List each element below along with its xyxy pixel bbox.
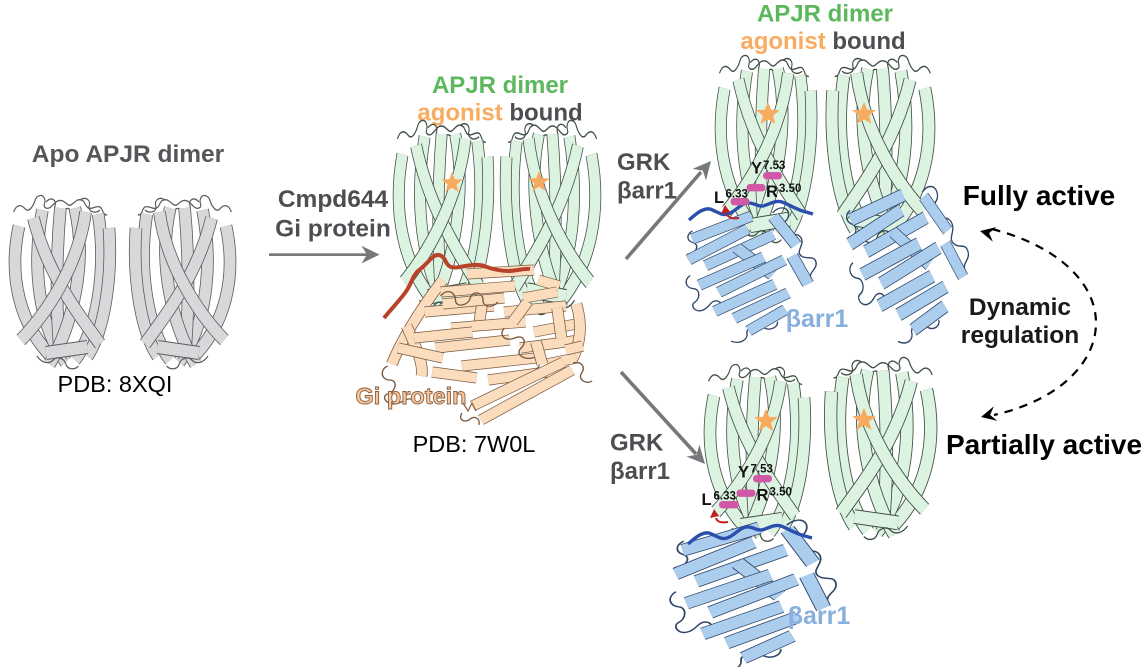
svg-text:Y: Y (738, 464, 749, 482)
svg-text:7.53: 7.53 (763, 160, 785, 172)
svg-text:Gi protein: Gi protein (275, 216, 391, 243)
svg-text:PDB: 7W0L: PDB: 7W0L (413, 431, 536, 457)
svg-text:agonist bound: agonist bound (740, 28, 905, 55)
svg-text:3.50: 3.50 (779, 183, 801, 195)
svg-text:Cmpd644: Cmpd644 (278, 186, 389, 213)
svg-text:7.53: 7.53 (751, 464, 773, 476)
svg-text:Gi protein: Gi protein (356, 383, 467, 409)
svg-text:βarr1: βarr1 (788, 602, 851, 630)
svg-text:APJR dimer: APJR dimer (432, 72, 568, 99)
svg-text:L: L (714, 189, 724, 207)
svg-text:PDB: 8XQI: PDB: 8XQI (58, 371, 173, 397)
svg-text:βarr1: βarr1 (617, 178, 677, 205)
svg-text:Partially active: Partially active (946, 429, 1142, 460)
svg-text:βarr1: βarr1 (610, 458, 670, 485)
svg-text:βarr1: βarr1 (786, 305, 849, 333)
svg-text:Dynamic: Dynamic (969, 294, 1071, 321)
svg-text:L: L (702, 491, 712, 509)
svg-text:GRK: GRK (610, 430, 664, 457)
svg-text:APJR dimer: APJR dimer (757, 1, 893, 28)
svg-text:Y: Y (751, 160, 762, 178)
svg-text:R: R (757, 487, 769, 505)
svg-text:regulation: regulation (961, 322, 1079, 349)
svg-text:6.33: 6.33 (714, 491, 736, 503)
svg-text:Fully active: Fully active (963, 180, 1116, 211)
svg-text:Apo APJR dimer: Apo APJR dimer (32, 141, 225, 168)
svg-text:R: R (766, 183, 778, 201)
svg-text:GRK: GRK (617, 149, 671, 176)
svg-text:3.50: 3.50 (770, 487, 792, 499)
svg-text:agonist bound: agonist bound (417, 100, 582, 127)
svg-text:6.33: 6.33 (726, 189, 748, 201)
